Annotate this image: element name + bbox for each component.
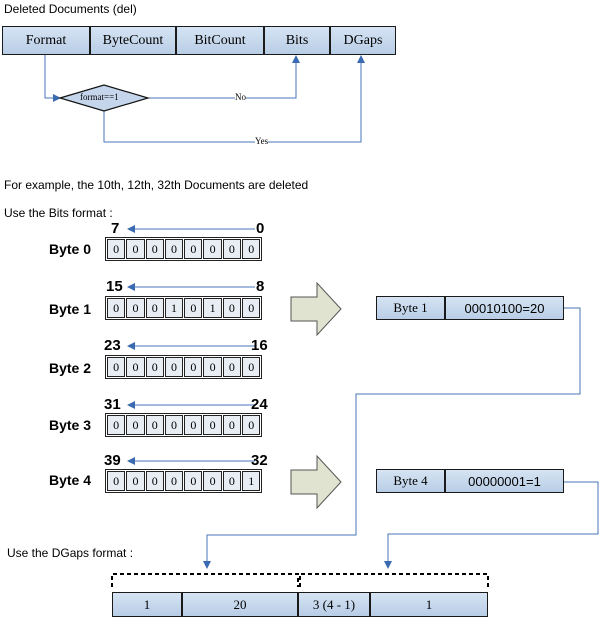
result-value: 00010100=20 xyxy=(445,296,564,320)
no-label: No xyxy=(235,92,246,102)
byte-bits-box: 0 0 0 0 0 0 0 0 xyxy=(105,237,263,261)
decision-label: format==1 xyxy=(80,92,119,102)
bits-format-label: Use the Bits format : xyxy=(4,206,113,220)
bit-high-number: 15 xyxy=(106,278,123,295)
bit-cell: 0 xyxy=(145,239,164,259)
dgap-cell: 3 (4 - 1) xyxy=(298,592,370,617)
byte-label: Byte 1 xyxy=(49,301,92,317)
bit-low-number: 0 xyxy=(256,220,265,237)
bit-high-number: 31 xyxy=(104,396,121,413)
bit-cell: 1 xyxy=(164,298,184,318)
bit-cell: 1 xyxy=(203,298,222,318)
byte-bits-box: 0 0 0 0 0 0 0 0 xyxy=(105,413,263,437)
bit-cell: 0 xyxy=(184,298,203,318)
bit-cell: 0 xyxy=(222,471,242,491)
bit-cell: 0 xyxy=(203,415,222,435)
bit-cell: 0 xyxy=(126,298,145,318)
bit-cell: 1 xyxy=(242,471,261,491)
right-block-arrow xyxy=(290,454,342,510)
bit-cell: 0 xyxy=(203,471,222,491)
bit-low-number: 16 xyxy=(251,337,268,354)
field-bits: Bits xyxy=(264,26,330,55)
bit-cell: 0 xyxy=(164,471,184,491)
bit-cell: 0 xyxy=(203,239,222,259)
dgaps-bracket-right xyxy=(299,573,489,587)
example-text: For example, the 10th, 12th, 32th Docume… xyxy=(4,178,309,192)
bit-cell: 0 xyxy=(107,298,126,318)
yes-label: Yes xyxy=(255,136,269,146)
byte-bits-box: 0 0 0 1 0 1 0 0 xyxy=(105,296,263,320)
byte-label: Byte 0 xyxy=(49,241,92,257)
field-bitcount: BitCount xyxy=(176,26,264,55)
bit-cell: 0 xyxy=(145,298,164,318)
bit-cell: 0 xyxy=(107,239,126,259)
byte-label: Byte 4 xyxy=(49,472,92,488)
field-dgaps: DGaps xyxy=(330,26,396,55)
bit-high-number: 7 xyxy=(111,220,120,237)
result-box: Byte 4 00000001=1 xyxy=(376,469,564,493)
bit-cell: 0 xyxy=(242,357,261,377)
bit-cell: 0 xyxy=(107,471,126,491)
byte-bits-box: 0 0 0 0 0 0 0 1 xyxy=(105,469,263,493)
field-format: Format xyxy=(2,26,90,55)
bit-cell: 0 xyxy=(164,239,184,259)
bit-cell: 0 xyxy=(145,471,164,491)
bit-cell: 0 xyxy=(184,415,203,435)
bit-cell: 0 xyxy=(107,357,126,377)
bit-cell: 0 xyxy=(126,415,145,435)
bit-cell: 0 xyxy=(164,357,184,377)
byte-label: Byte 3 xyxy=(49,417,92,433)
bit-cell: 0 xyxy=(145,357,164,377)
result-byte-label: Byte 4 xyxy=(376,469,445,493)
result-box: Byte 1 00010100=20 xyxy=(376,296,564,320)
bit-cell: 0 xyxy=(126,471,145,491)
bit-low-number: 24 xyxy=(251,396,268,413)
bit-cell: 0 xyxy=(164,415,184,435)
bit-low-number: 8 xyxy=(256,278,265,295)
bit-cell: 0 xyxy=(184,357,203,377)
bit-cell: 0 xyxy=(222,357,242,377)
header-fields-row: Format ByteCount BitCount Bits DGaps xyxy=(2,26,396,55)
dgap-cell: 1 xyxy=(370,592,488,617)
dgaps-format-label: Use the DGaps format : xyxy=(7,546,134,560)
bit-cell: 0 xyxy=(242,415,261,435)
diagram-title: Deleted Documents (del) xyxy=(4,2,137,16)
bit-cell: 0 xyxy=(222,415,242,435)
decision-diamond xyxy=(57,84,151,112)
bit-cell: 0 xyxy=(184,471,203,491)
field-bytecount: ByteCount xyxy=(90,26,176,55)
bit-cell: 0 xyxy=(107,415,126,435)
bit-cell: 0 xyxy=(126,239,145,259)
dgap-cell: 20 xyxy=(182,592,298,617)
byte-bits-box: 0 0 0 0 0 0 0 0 xyxy=(105,355,263,379)
bit-cell: 0 xyxy=(203,357,222,377)
right-block-arrow xyxy=(290,281,342,337)
bit-cell: 0 xyxy=(126,357,145,377)
bit-cell: 0 xyxy=(222,239,242,259)
byte-label: Byte 2 xyxy=(49,360,92,376)
bit-high-number: 23 xyxy=(104,337,121,354)
dgaps-row: 1 20 3 (4 - 1) 1 xyxy=(112,592,488,617)
bit-cell: 0 xyxy=(184,239,203,259)
dgaps-bracket-left xyxy=(111,573,299,587)
bit-low-number: 32 xyxy=(251,452,268,469)
bit-cell: 0 xyxy=(242,239,261,259)
bit-cell: 0 xyxy=(242,298,261,318)
result-value: 00000001=1 xyxy=(445,469,564,493)
result-byte-label: Byte 1 xyxy=(376,296,445,320)
bit-cell: 0 xyxy=(145,415,164,435)
bit-cell: 0 xyxy=(222,298,242,318)
dgap-cell: 1 xyxy=(112,592,182,617)
bit-high-number: 39 xyxy=(104,452,121,469)
